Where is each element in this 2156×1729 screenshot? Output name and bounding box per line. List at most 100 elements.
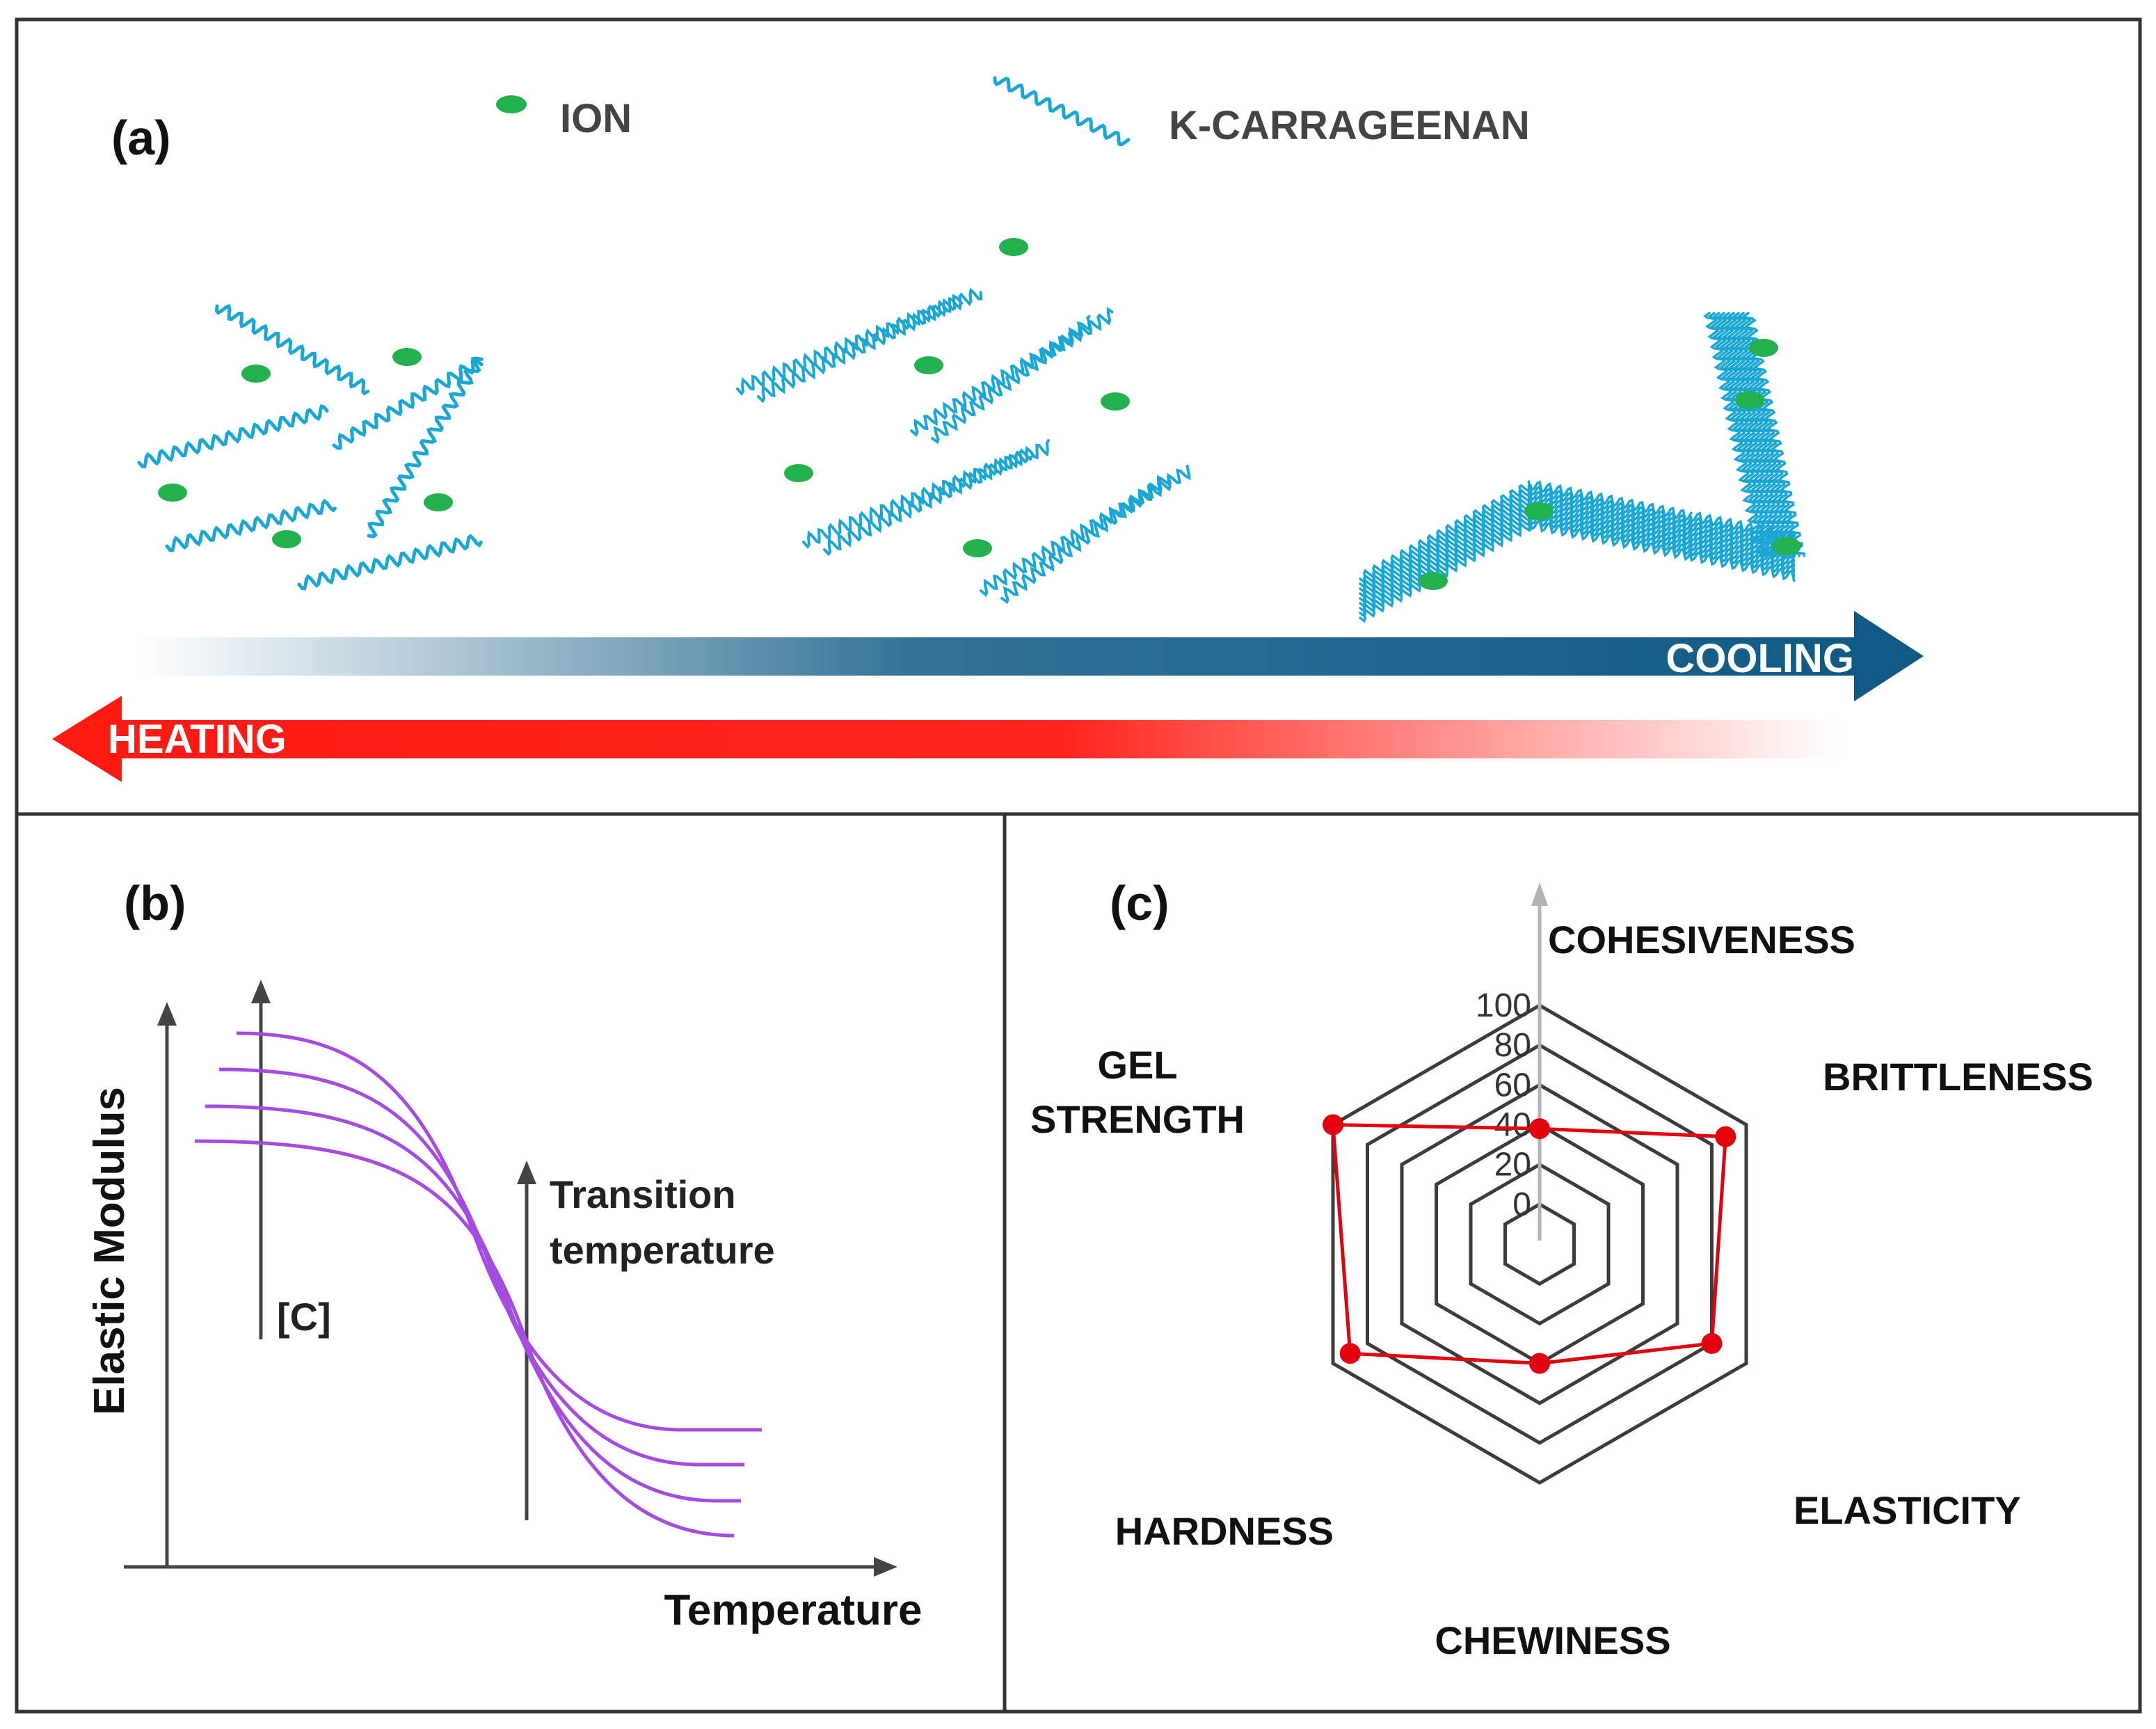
ion-dot (392, 348, 422, 366)
modulus-curve (194, 1139, 735, 1538)
panel-a-frame (15, 17, 2142, 816)
aggregate-strand (1713, 312, 1776, 557)
random-coil-chain (214, 303, 370, 396)
panel-a: (a) ION K-CARRAGEENAN COOLING HEATING (52, 76, 1924, 782)
radar-axis-label: COHESIVENESS (1548, 918, 1855, 962)
helix-state (736, 287, 1191, 605)
ion-dot (1749, 339, 1778, 357)
panel-a-label: (a) (111, 111, 171, 165)
modulus-curves (194, 1031, 762, 1538)
ion-dot (999, 238, 1028, 256)
aggregate-strand (1732, 312, 1796, 557)
helix-strand (910, 307, 1114, 437)
radar-data-point (1339, 1343, 1361, 1364)
carrageenan-chain (993, 76, 1131, 147)
ion-dot (158, 484, 187, 502)
radar-series (1323, 1114, 1736, 1374)
radar-axis-label: ELASTICITY (1794, 1488, 2021, 1532)
random-coil-chain (165, 498, 337, 552)
radar-data-point (1715, 1126, 1736, 1147)
helix-strand (980, 464, 1191, 597)
radar-data-point (1529, 1353, 1550, 1374)
radar-grid-ring (1400, 1083, 1679, 1405)
carrageenan-legend-icon (993, 76, 1131, 147)
random-coil-chain (297, 534, 483, 591)
ions-group (158, 238, 1801, 590)
radar-grid-ring (1469, 1162, 1611, 1326)
heating-arrow: HEATING (52, 696, 1840, 782)
y-axis (157, 1002, 177, 1567)
transition-label-line1: Transition (550, 1172, 736, 1216)
helix-strand (757, 294, 964, 404)
x-axis (124, 1557, 897, 1577)
radar-data-point (1701, 1332, 1723, 1354)
heating-label: HEATING (108, 717, 287, 762)
concentration-arrow (251, 980, 271, 1339)
radar-tick-label: 80 (1494, 1027, 1531, 1064)
radar-grid-ring (1503, 1202, 1576, 1286)
ion-dot (1772, 537, 1801, 555)
radar-axis-labels: COHESIVENESSBRITTLENESSELASTICITYCHEWINE… (1030, 918, 2093, 1662)
radar-scale-arrowhead (1531, 882, 1548, 906)
ion-dot (1524, 502, 1554, 520)
radar-axis-label: HARDNESS (1115, 1509, 1334, 1553)
ion-dot (784, 464, 813, 482)
panel-c-frame (1003, 812, 2142, 1714)
panel-b: (b) Elastic Modulus Temperature [C] Tran… (86, 876, 922, 1634)
helix-strand (802, 439, 1050, 549)
carrageenan-legend-label: K-CARRAGEENAN (1169, 103, 1530, 148)
aggregate-strand (1723, 312, 1786, 557)
x-axis-label: Temperature (664, 1586, 923, 1634)
aggregate-strand (1359, 519, 1531, 623)
radar-tick-label: 0 (1512, 1186, 1531, 1223)
radar-tick-label: 100 (1476, 987, 1531, 1024)
aggregate-strand (1703, 312, 1766, 557)
aggregate-strand (1529, 519, 1693, 561)
ion-legend-label: ION (560, 96, 632, 141)
random-coil-state (137, 303, 484, 591)
concentration-label: [C] (277, 1295, 331, 1339)
ion-dot (1735, 391, 1764, 409)
random-coil-chain (332, 357, 484, 450)
radar-grid-ring (1366, 1043, 1714, 1445)
cooling-arrow: COOLING (139, 611, 1924, 701)
panel-b-frame (15, 812, 1007, 1714)
ion-legend-icon (496, 95, 527, 113)
radar-tick-label: 60 (1494, 1067, 1531, 1103)
modulus-curve (205, 1104, 741, 1503)
random-coil-chain (367, 356, 484, 539)
radar-tick-label: 20 (1494, 1147, 1531, 1184)
aggregate-strand (1727, 312, 1791, 557)
modulus-curve (218, 1067, 744, 1467)
cooling-label: COOLING (1666, 636, 1854, 681)
panel-b-label: (b) (124, 876, 186, 930)
helix-strand (736, 287, 983, 396)
transition-label-line2: temperature (550, 1228, 775, 1272)
helix-strand (931, 314, 1093, 444)
radar-axis-label: BRITTLENESS (1823, 1055, 2093, 1099)
aggregate-strand (1718, 312, 1781, 557)
radar-scale-axis (1531, 882, 1548, 1241)
random-coil-chain (137, 404, 329, 469)
radar-data-point (1529, 1118, 1550, 1140)
ion-dot (241, 365, 271, 383)
radar-tick-label: 40 (1494, 1107, 1531, 1144)
aggregated-helix-state (1359, 312, 1805, 623)
helix-strand (1000, 475, 1172, 605)
aggregate-strand (1689, 550, 1796, 582)
aggregate-strand (1708, 312, 1771, 557)
radar-data-point (1323, 1114, 1343, 1136)
ion-dot (272, 530, 301, 548)
ion-dot (424, 493, 453, 511)
ion-dot (1419, 572, 1448, 590)
ion-dot (1101, 392, 1130, 411)
y-axis-label: Elastic Modulus (86, 1087, 134, 1415)
helix-strand (823, 448, 1033, 557)
panel-c-label: (c) (1110, 876, 1169, 930)
ion-dot (963, 539, 992, 557)
ion-dot (914, 356, 943, 374)
